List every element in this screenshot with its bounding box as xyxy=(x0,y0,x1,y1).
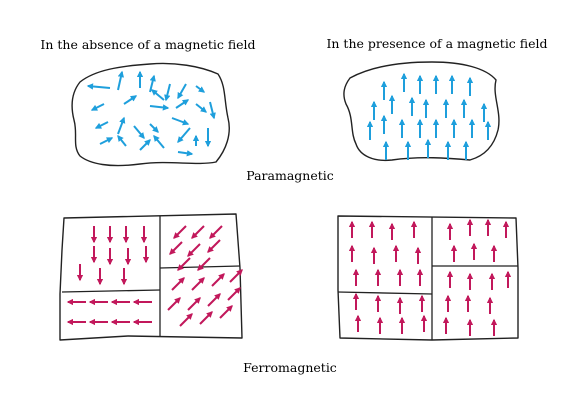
domain-arrow-up-right xyxy=(207,293,221,307)
domain-arrow-down-left xyxy=(177,257,191,271)
moment-arrow-random xyxy=(171,117,190,126)
domain-arrow-up-right xyxy=(229,269,243,283)
moment-arrow-random xyxy=(209,101,216,120)
moment-arrow-random xyxy=(149,74,156,93)
moment-arrow-random xyxy=(90,103,105,111)
domain-arrow-down-left xyxy=(207,239,221,253)
paramagnetic-random-blob xyxy=(71,62,230,167)
moment-arrow-random xyxy=(117,70,125,91)
domain-arrow-up-right xyxy=(191,277,205,291)
moment-arrow-random xyxy=(149,104,170,111)
domain-arrow-up-right xyxy=(227,287,241,301)
domain-arrow-up-right xyxy=(219,305,233,319)
domain-arrow-up-right xyxy=(171,277,185,291)
moment-arrow-random xyxy=(164,83,171,102)
label-presence: In the presence of a magnetic field xyxy=(326,36,547,51)
ferromagnetic-aligned-block xyxy=(337,215,519,341)
label-absence: In the absence of a magnetic field xyxy=(40,37,255,52)
domain-arrow-down-left xyxy=(187,243,201,257)
domain-arrow-up-right xyxy=(211,273,225,287)
domain-arrow-up-right xyxy=(199,311,213,325)
moment-arrow-random xyxy=(117,135,127,147)
moment-arrow-random xyxy=(153,135,165,149)
moment-arrow-random xyxy=(86,83,111,90)
moment-arrow-random xyxy=(139,139,151,151)
moment-arrow-random xyxy=(195,103,207,113)
domain-arrow-down-left xyxy=(197,257,211,271)
moment-arrows xyxy=(66,70,512,336)
domain-arrow-down-left xyxy=(173,225,187,239)
moment-arrow-random xyxy=(151,89,165,101)
moment-arrow-random xyxy=(177,150,194,157)
domain-arrow-down-left xyxy=(191,225,205,239)
moment-arrow-random xyxy=(195,85,206,93)
domain-arrow-up-right xyxy=(167,297,181,311)
moment-arrow-random xyxy=(177,83,187,100)
label-paramagnetic: Paramagnetic xyxy=(246,168,334,183)
moment-arrow-random xyxy=(177,127,191,143)
moment-arrow-random xyxy=(149,123,159,133)
domain-arrow-down-left xyxy=(209,225,223,239)
paramagnetic-aligned-blob xyxy=(343,61,500,162)
moment-arrow-random xyxy=(117,116,126,135)
moment-arrow-random xyxy=(99,137,114,145)
domain-arrow-up-right xyxy=(187,297,201,311)
moment-arrow-random xyxy=(94,121,109,129)
domain-arrow-up-right xyxy=(179,313,193,327)
moment-arrow-random xyxy=(133,125,145,139)
domain-arrow-down-left xyxy=(169,241,183,255)
moment-arrow-random xyxy=(123,95,138,105)
moment-arrow-random xyxy=(175,99,190,109)
label-ferromagnetic: Ferromagnetic xyxy=(243,360,337,375)
